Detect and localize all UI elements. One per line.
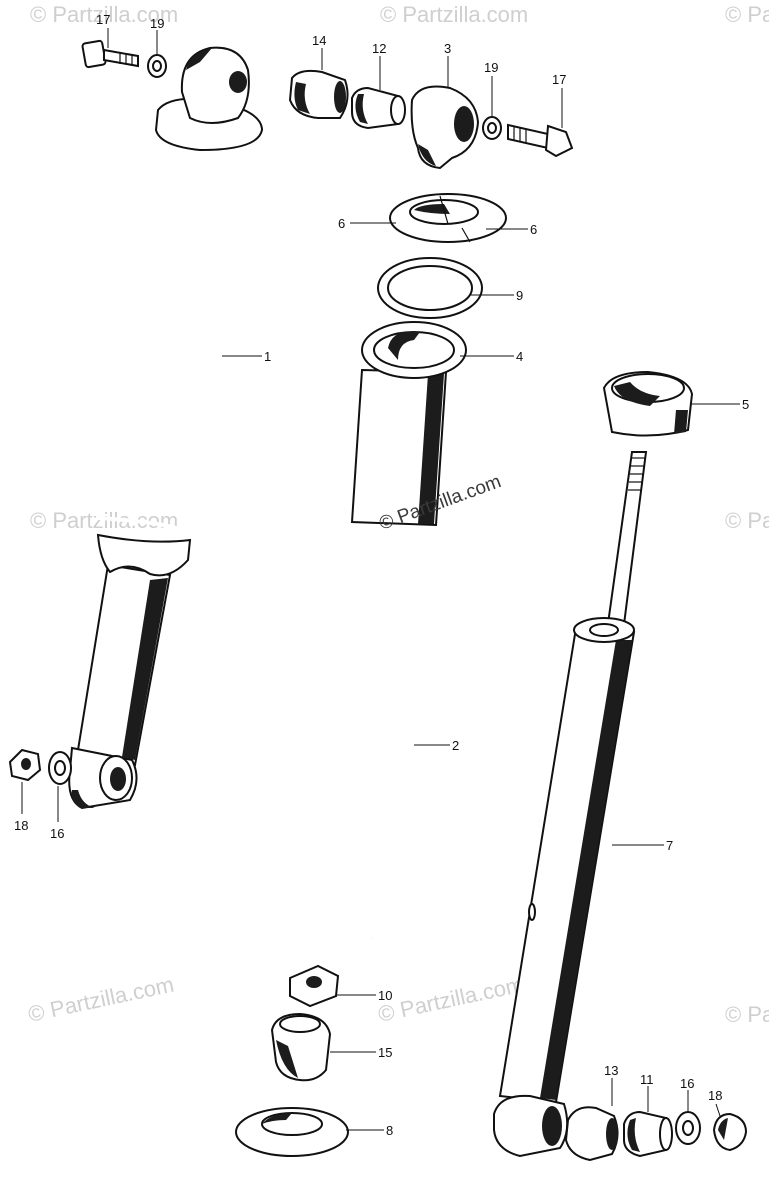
callout-19: 19	[150, 16, 164, 31]
callout-16: 16	[50, 826, 64, 841]
part-8-lower-seat	[235, 1107, 349, 1157]
callout-14: 14	[312, 33, 326, 48]
callout-6: 6	[530, 222, 537, 237]
part-6-split-collets	[389, 193, 507, 243]
callout-18: 18	[708, 1088, 722, 1103]
watermark: © Partzilla.com	[30, 2, 178, 27]
leader-lines	[21, 28, 740, 1131]
watermark: © Partzilla.com	[725, 508, 769, 533]
part-7-damper	[493, 451, 648, 1158]
watermark: © Partzilla.com	[725, 2, 769, 27]
part-10-nut	[289, 964, 340, 1008]
part-5-seat-cup	[602, 370, 694, 437]
part-1-shock-assembly	[68, 46, 264, 810]
part-19-washer-right	[482, 116, 502, 140]
shock-spring-coils	[96, 143, 242, 537]
callout-6: 6	[338, 216, 345, 231]
callout-18: 18	[14, 818, 28, 833]
callout-1: 1	[264, 349, 271, 364]
callout-3: 3	[444, 41, 451, 56]
part-4-upper-cover	[350, 321, 467, 527]
callout-13: 13	[604, 1063, 618, 1078]
callout-8: 8	[386, 1123, 393, 1138]
callout-16: 16	[680, 1076, 694, 1091]
part-3-upper-eye	[410, 85, 480, 170]
part-15-bump-stop	[270, 1012, 332, 1082]
watermark: © Partzilla.com	[380, 2, 528, 27]
part-18-cap-nut-right	[712, 1112, 748, 1152]
part-17-bolt-left	[81, 39, 139, 69]
watermark: © Partzilla.com	[376, 972, 526, 1027]
callout-9: 9	[516, 288, 523, 303]
callout-11: 11	[640, 1072, 654, 1087]
part-16-washer-right	[675, 1111, 701, 1145]
watermark: © Partzilla.com	[26, 972, 176, 1027]
callout-2: 2	[452, 738, 459, 753]
part-16-washer-left	[48, 751, 72, 785]
callout-15: 15	[378, 1045, 392, 1060]
callout-7: 7	[666, 838, 673, 853]
callout-19: 19	[484, 60, 498, 75]
part-17-bolt-right	[507, 123, 574, 158]
part-9-thin-washer	[377, 257, 483, 319]
part-13-bushing	[564, 1106, 619, 1162]
part-18-nut-left	[8, 748, 42, 782]
part-12-collar	[351, 86, 406, 130]
part-19-washer-left	[147, 54, 167, 78]
part-2-spring	[275, 553, 430, 941]
callout-10: 10	[378, 988, 392, 1003]
callout-17: 17	[96, 12, 110, 27]
part-11-collar	[623, 1110, 673, 1158]
watermark: © Partzilla.com	[30, 508, 178, 533]
callout-labels: 17 19 14 12 3 19 17 6 6 9 1 4 5 2 7 18 1…	[14, 12, 749, 1138]
callout-17: 17	[552, 72, 566, 87]
watermark: © Partzilla.com	[725, 1002, 769, 1027]
callout-4: 4	[516, 349, 523, 364]
callout-5: 5	[742, 397, 749, 412]
callout-12: 12	[372, 41, 386, 56]
part-14-bushing	[288, 69, 349, 119]
